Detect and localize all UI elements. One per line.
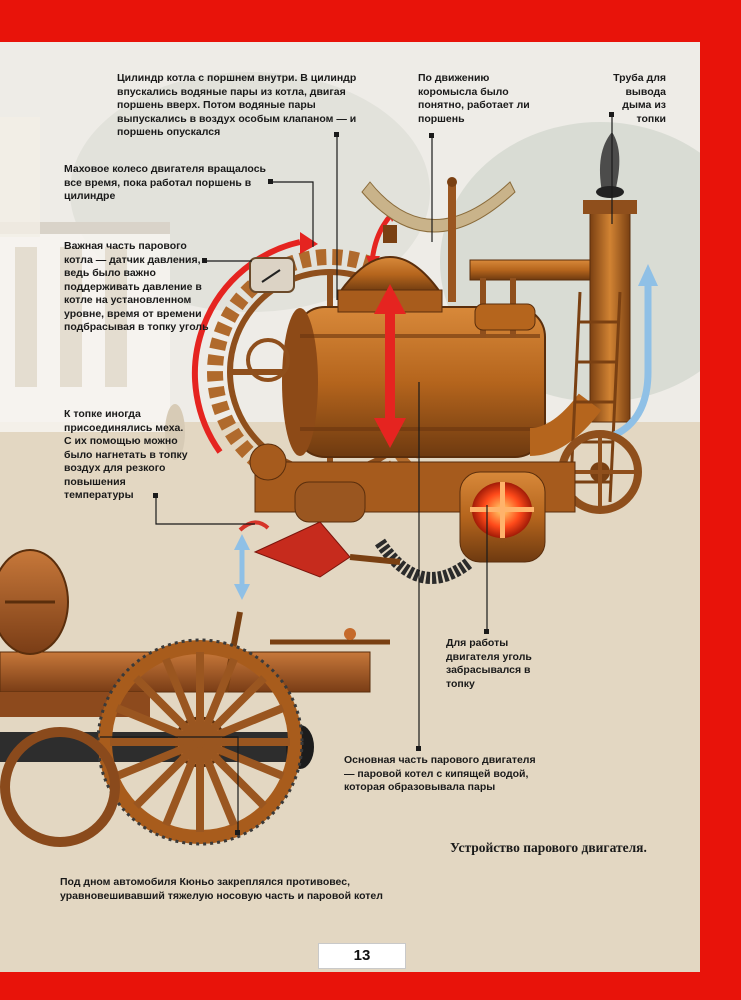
smoke-arrow [608, 282, 652, 441]
piston-arrow [374, 284, 406, 448]
pressure-gauge-label: Важная часть парового котла — датчик дав… [64, 240, 209, 333]
wagon-wheel [96, 638, 304, 846]
bellows [238, 520, 401, 578]
rotation-arrow [191, 239, 301, 454]
counterweight-label: Под дном автомобиля Кюньо закреплялся пр… [60, 876, 383, 902]
back-wheel [0, 727, 120, 847]
boiler-label: Основная часть парового двигателя — паро… [344, 754, 536, 793]
bellows-label: К топке иногда присоединялись меха. С их… [64, 408, 188, 501]
boiler [282, 306, 546, 458]
rocker-label: По движению коромысла было понятно, рабо… [418, 72, 530, 125]
rocker-arm [361, 177, 516, 302]
chimney [469, 132, 637, 456]
illustration-panel: Цилиндр котла с поршнем внутри. В цилинд… [0, 42, 700, 972]
figure-caption: Устройство парового двигателя. [450, 840, 647, 855]
page-number: 13 [318, 943, 406, 969]
leader-dots [153, 112, 614, 835]
pressure-gauge [246, 257, 295, 481]
bellows-arrow [234, 534, 250, 600]
flywheel-label: Маховое колесо двигателя вращалось все в… [64, 163, 266, 202]
cylinder-label: Цилиндр котла с поршнем внутри. В цилинд… [117, 72, 357, 138]
coal-label: Для работы двигателя уголь забрасывался … [446, 637, 532, 690]
steam-engine-illustration [0, 42, 700, 972]
firebox [254, 461, 576, 584]
chimney-label: Труба для вывода дыма из топки [613, 72, 666, 125]
leader-lines [100, 115, 613, 833]
